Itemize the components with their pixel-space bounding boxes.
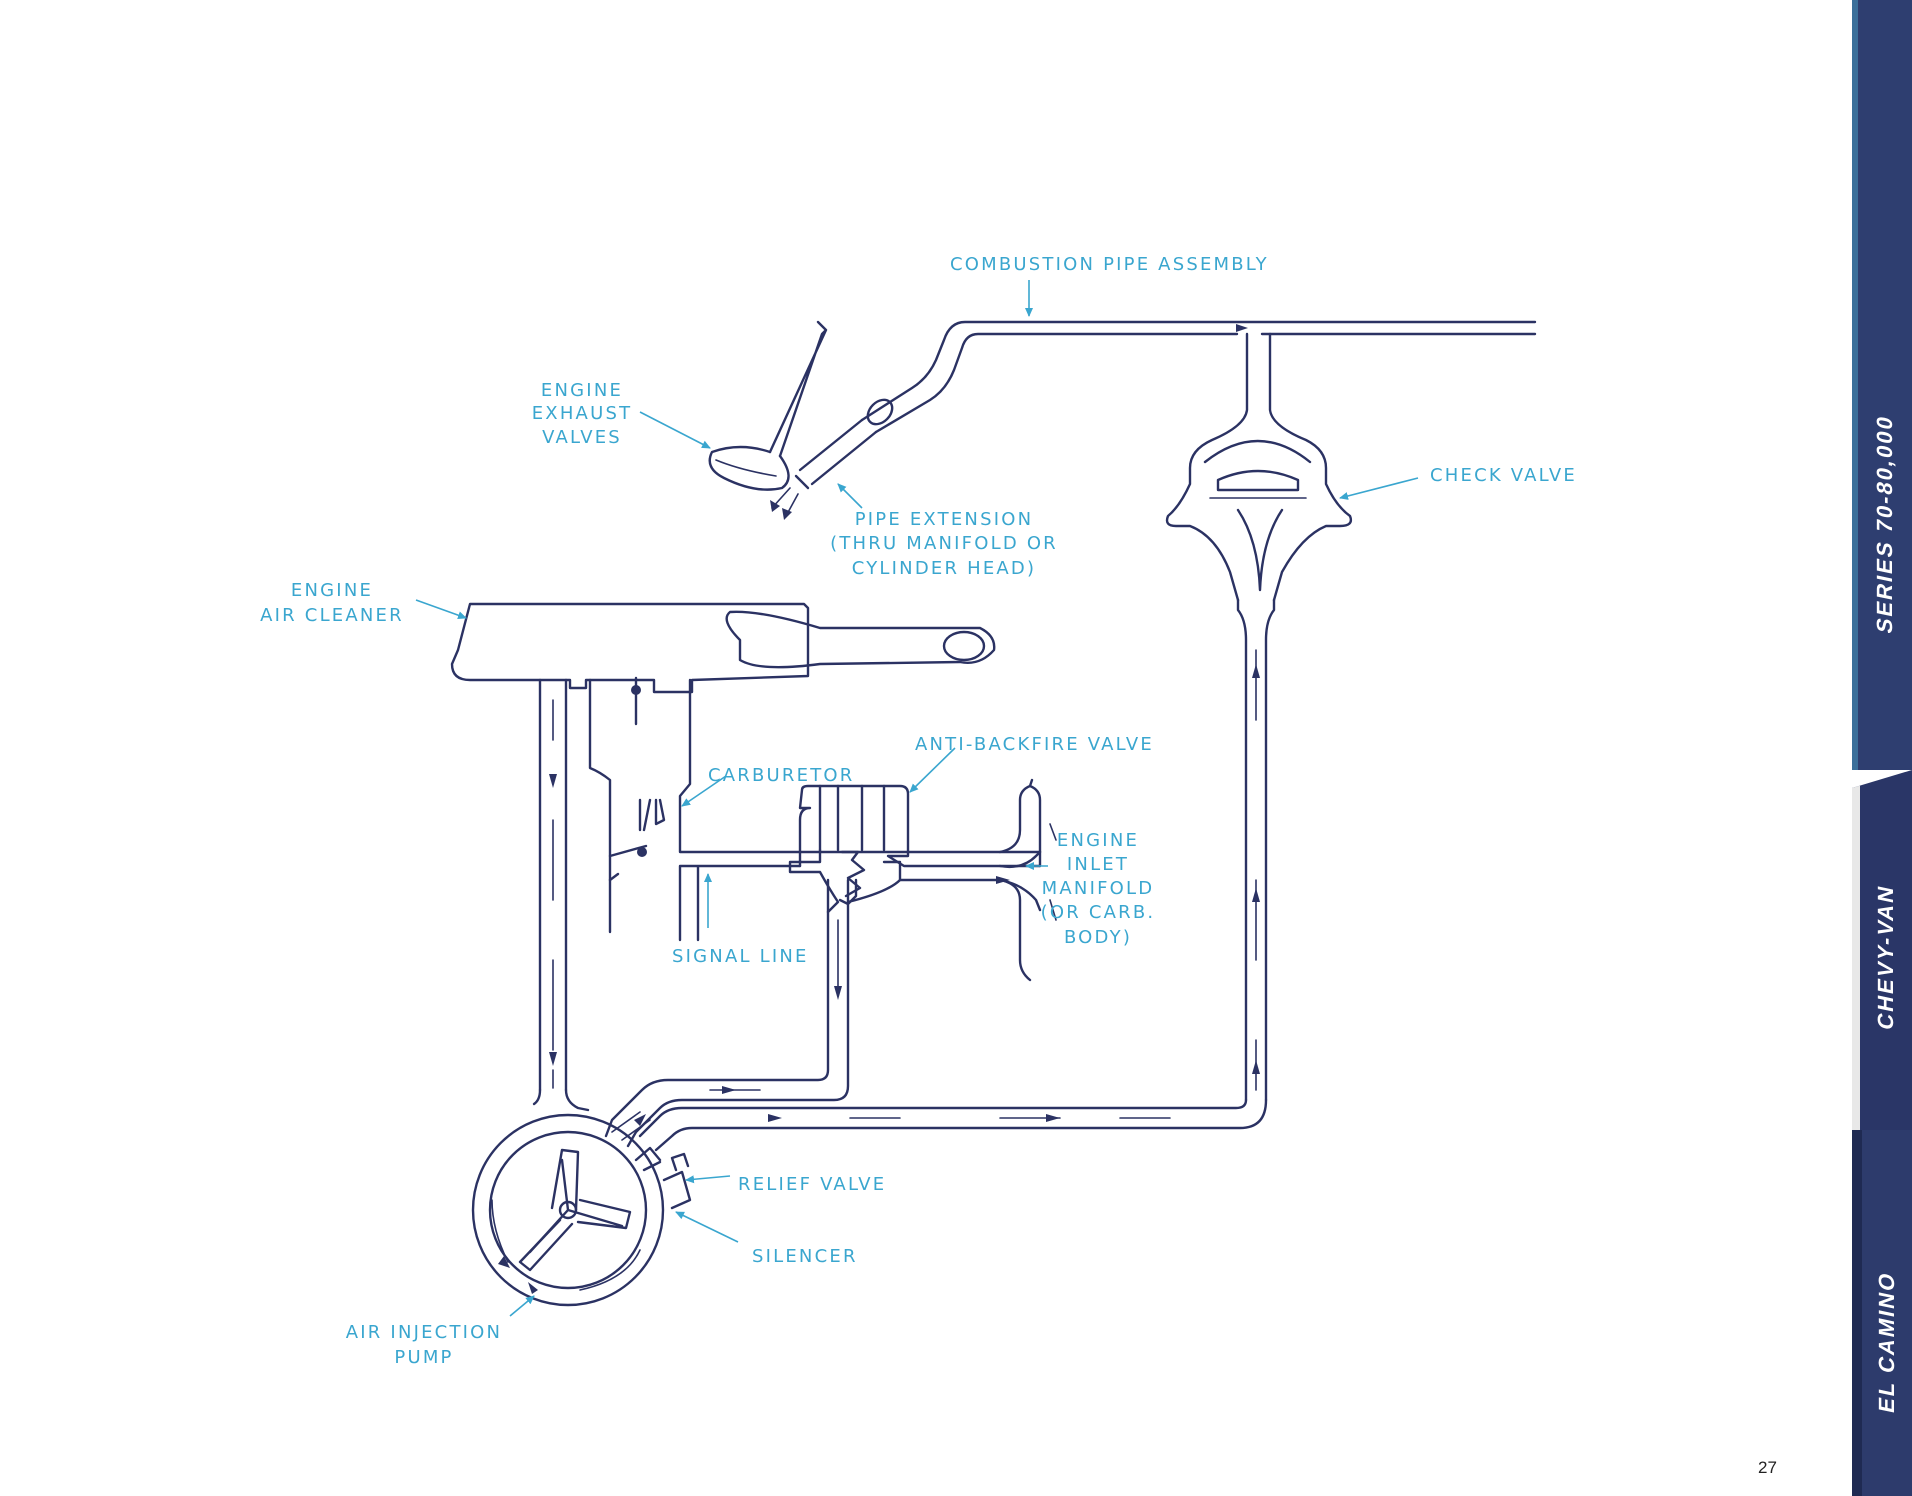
section-tabs: SERIES 70-80,000 CHEVY-VAN EL CAMINO — [1852, 0, 1912, 1496]
svg-text:PIPE EXTENSION: PIPE EXTENSION — [855, 509, 1034, 530]
svg-text:ENGINE: ENGINE — [541, 380, 623, 401]
label-exhaust-valves: ENGINE EXHAUST VALVES — [532, 380, 633, 448]
svg-text:INLET: INLET — [1067, 854, 1129, 875]
anti-backfire-valve — [788, 778, 1057, 982]
exhaust-valve — [708, 320, 828, 491]
svg-text:CYLINDER HEAD): CYLINDER HEAD) — [852, 558, 1036, 579]
label-check-valve: CHECK VALVE — [1430, 465, 1577, 486]
label-inlet-manifold: ENGINE INLET MANIFOLD (OR CARB. BODY) — [1041, 830, 1156, 948]
pipe-extension — [770, 398, 894, 520]
label-silencer: SILENCER — [752, 1246, 858, 1267]
air-cleaner — [450, 602, 996, 694]
air-injection-diagram: COMBUSTION PIPE ASSEMBLY ENGINE EXHAUST … — [260, 254, 1577, 1368]
tab-el-camino[interactable]: EL CAMINO — [1852, 1130, 1912, 1496]
label-combustion-pipe: COMBUSTION PIPE ASSEMBLY — [950, 254, 1269, 275]
pump-outlet-line — [638, 1098, 1268, 1152]
svg-text:BODY): BODY) — [1064, 927, 1132, 948]
leader-lines — [415, 280, 1419, 1317]
air-injection-pump — [471, 1111, 692, 1307]
svg-text:PUMP: PUMP — [394, 1347, 453, 1368]
air-intake-passage — [532, 678, 590, 1112]
svg-text:EXHAUST: EXHAUST — [532, 403, 633, 424]
label-relief-valve: RELIEF VALVE — [738, 1174, 886, 1195]
label-signal-line: SIGNAL LINE — [672, 946, 809, 967]
svg-text:AIR INJECTION: AIR INJECTION — [346, 1322, 502, 1343]
svg-text:MANIFOLD: MANIFOLD — [1042, 878, 1155, 899]
check-valve — [1165, 332, 1353, 1102]
svg-text:AIR CLEANER: AIR CLEANER — [260, 605, 404, 626]
label-air-pump: AIR INJECTION PUMP — [346, 1322, 502, 1368]
svg-text:(OR CARB.: (OR CARB. — [1041, 902, 1156, 923]
label-air-cleaner: ENGINE AIR CLEANER — [260, 580, 404, 626]
label-carburetor: CARBURETOR — [708, 765, 854, 786]
svg-text:ENGINE: ENGINE — [291, 580, 373, 601]
diverter-line — [604, 878, 850, 1148]
tab-series-70-80000[interactable]: SERIES 70-80,000 — [1852, 0, 1912, 770]
label-anti-backfire: ANTI-BACKFIRE VALVE — [915, 734, 1154, 755]
carburetor — [588, 676, 1042, 942]
combustion-pipe — [860, 320, 1537, 434]
svg-text:VALVES: VALVES — [542, 427, 622, 448]
tab-chevy-van[interactable]: CHEVY-VAN — [1852, 770, 1912, 1130]
svg-text:ENGINE: ENGINE — [1057, 830, 1139, 851]
label-pipe-extension: PIPE EXTENSION (THRU MANIFOLD OR CYLINDE… — [830, 509, 1058, 579]
svg-text:(THRU MANIFOLD OR: (THRU MANIFOLD OR — [830, 533, 1058, 554]
page-number: 27 — [1758, 1458, 1777, 1477]
